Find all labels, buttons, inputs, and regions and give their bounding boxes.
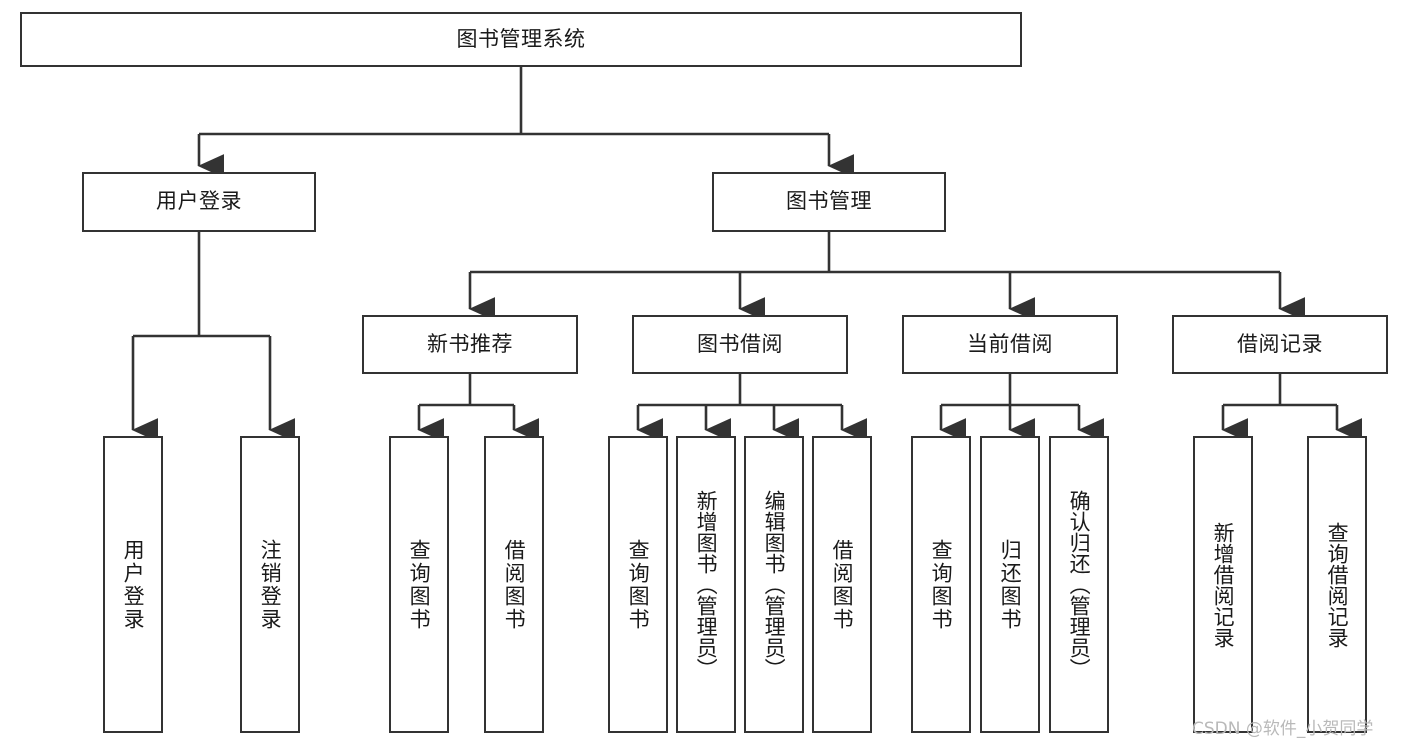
node-label: 图书管理系统 xyxy=(456,26,586,51)
node-label: 借阅图书 xyxy=(502,538,527,631)
node-label: 查询借阅记录 xyxy=(1325,521,1350,648)
node-label: 借阅图书 xyxy=(830,538,855,631)
leaf-return-book[interactable]: 归还图书 xyxy=(980,436,1040,733)
leaf-logout-login[interactable]: 注销登录 xyxy=(240,436,300,733)
node-borrowing-record[interactable]: 借阅记录 xyxy=(1172,315,1388,374)
node-current-borrowing[interactable]: 当前借阅 xyxy=(902,315,1118,374)
leaf-query-book-borrow[interactable]: 查询图书 xyxy=(608,436,668,733)
leaf-user-login[interactable]: 用户登录 xyxy=(103,436,163,733)
node-label: 用户登录 xyxy=(121,538,146,631)
leaf-borrow-book-recommend[interactable]: 借阅图书 xyxy=(484,436,544,733)
node-label: 新书推荐 xyxy=(427,331,513,356)
leaf-query-book-current[interactable]: 查询图书 xyxy=(911,436,971,733)
node-label: 借阅记录 xyxy=(1237,331,1323,356)
node-label: 归还图书 xyxy=(998,538,1023,631)
leaf-add-borrow-record[interactable]: 新增借阅记录 xyxy=(1193,436,1253,733)
node-label: 查询图书 xyxy=(407,538,432,631)
node-label: 新增借阅记录 xyxy=(1211,521,1236,648)
node-label: 用户登录 xyxy=(156,189,242,214)
node-book-borrowing[interactable]: 图书借阅 xyxy=(632,315,848,374)
node-book-management[interactable]: 图书管理 xyxy=(712,172,946,232)
leaf-borrow-book[interactable]: 借阅图书 xyxy=(812,436,872,733)
leaf-add-book-admin[interactable]: 新增图书（管理员） xyxy=(676,436,736,733)
leaf-edit-book-admin[interactable]: 编辑图书（管理员） xyxy=(744,436,804,733)
node-label: 查询图书 xyxy=(929,538,954,631)
node-user-login[interactable]: 用户登录 xyxy=(82,172,316,232)
leaf-confirm-return-admin[interactable]: 确认归还（管理员） xyxy=(1049,436,1109,733)
node-label: 图书借阅 xyxy=(697,331,783,356)
node-label: 编辑图书（管理员） xyxy=(762,490,787,679)
node-label: 图书管理 xyxy=(786,189,872,214)
leaf-query-book-recommend[interactable]: 查询图书 xyxy=(389,436,449,733)
node-label: 确认归还（管理员） xyxy=(1067,490,1092,679)
node-label: 当前借阅 xyxy=(967,331,1053,356)
leaf-query-borrow-record[interactable]: 查询借阅记录 xyxy=(1307,436,1367,733)
node-label: 注销登录 xyxy=(258,538,283,631)
node-label: 查询图书 xyxy=(626,538,651,631)
node-root-book-management-system[interactable]: 图书管理系统 xyxy=(20,12,1022,67)
node-label: 新增图书（管理员） xyxy=(694,490,719,679)
csdn-watermark: CSDN @软件_小贺同学 xyxy=(1192,719,1374,739)
node-new-book-recommendation[interactable]: 新书推荐 xyxy=(362,315,578,374)
